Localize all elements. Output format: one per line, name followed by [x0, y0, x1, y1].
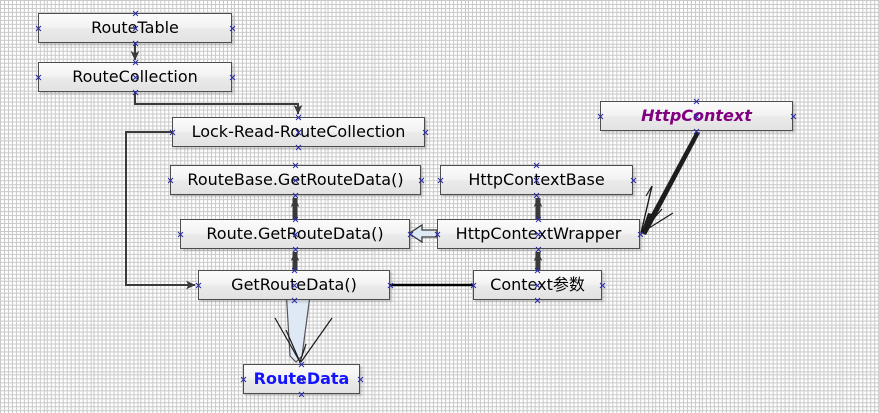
node-http-context-base[interactable]: HttpContextBase	[440, 165, 633, 195]
node-label: HttpContextWrapper	[455, 224, 622, 243]
node-getroutedata[interactable]: GetRouteData()	[198, 270, 390, 300]
node-label: HttpContext	[641, 106, 752, 125]
node-route-getroutedata[interactable]: Route.GetRouteData()	[180, 219, 410, 249]
node-routebase-getroutedata[interactable]: RouteBase.GetRouteData()	[170, 165, 421, 195]
node-route-table[interactable]: RouteTable	[38, 13, 232, 43]
node-lock-read-routecollection[interactable]: Lock-Read-RouteCollection	[172, 117, 425, 147]
node-label: Route.GetRouteData()	[206, 224, 384, 243]
node-label: Lock-Read-RouteCollection	[191, 122, 406, 141]
node-label: RouteCollection	[72, 67, 198, 86]
edge-wrapper-to-routegetroutedata	[407, 223, 438, 244]
node-route-data[interactable]: RouteData	[243, 364, 360, 394]
node-route-collection[interactable]: RouteCollection	[38, 62, 232, 92]
node-label: RouteTable	[91, 18, 179, 37]
edge-httpcontext-to-wrapper	[640, 131, 700, 235]
node-label: GetRouteData()	[231, 275, 357, 294]
node-label: RouteBase.GetRouteData()	[187, 170, 404, 189]
node-label: Context参数	[490, 275, 585, 294]
edge-lockread-to-getroutedata	[125, 131, 196, 290]
node-context-parameter[interactable]: Context参数	[473, 270, 602, 300]
node-label: RouteData	[253, 369, 350, 388]
node-http-context-wrapper[interactable]: HttpContextWrapper	[437, 219, 640, 249]
edge-routecollection-to-lockread	[134, 92, 303, 115]
node-label: HttpContextBase	[468, 170, 605, 189]
node-http-context[interactable]: HttpContext	[600, 101, 793, 131]
